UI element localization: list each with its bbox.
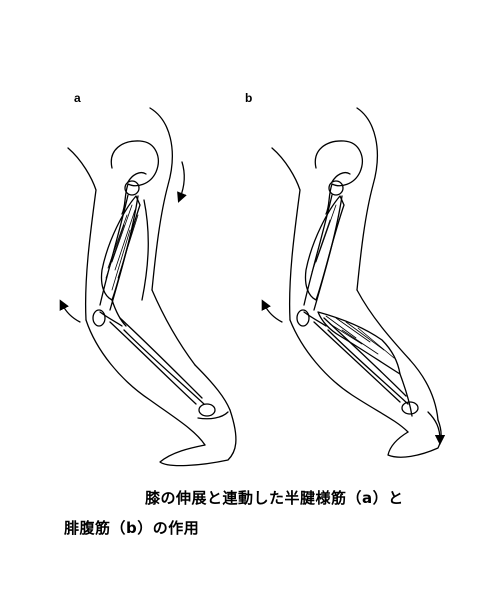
thigh-back-outline-a: [152, 290, 195, 365]
pelvis-a: [111, 141, 158, 214]
foot-outline-b: [388, 420, 441, 457]
femur-a: [100, 195, 138, 310]
calf-outline-b: [410, 360, 438, 420]
patella-a: [93, 310, 105, 326]
motion-arrow-pelvis-a: [180, 162, 184, 198]
pelvis-b: [315, 141, 362, 214]
thigh-front-outline-b: [272, 148, 300, 320]
buttock-outline-a: [150, 108, 172, 290]
figure-caption-line-2: 腓腹筋（b）の作用: [64, 517, 199, 538]
fibula-b: [328, 330, 408, 404]
fibula-a: [124, 330, 204, 404]
figure-caption-line-1: 膝の伸展と連動した半腱様筋（a）と: [145, 487, 404, 508]
calf-outline-a: [195, 365, 230, 410]
motion-arrow-knee-b: [264, 304, 282, 322]
patella-b: [297, 310, 309, 326]
leg-a: [62, 108, 236, 466]
thigh-front-outline-a: [68, 148, 96, 320]
buttock-outline-b: [357, 108, 377, 290]
femur-b: [304, 195, 342, 310]
motion-arrow-knee-a: [62, 304, 80, 322]
leg-b: [264, 108, 441, 457]
